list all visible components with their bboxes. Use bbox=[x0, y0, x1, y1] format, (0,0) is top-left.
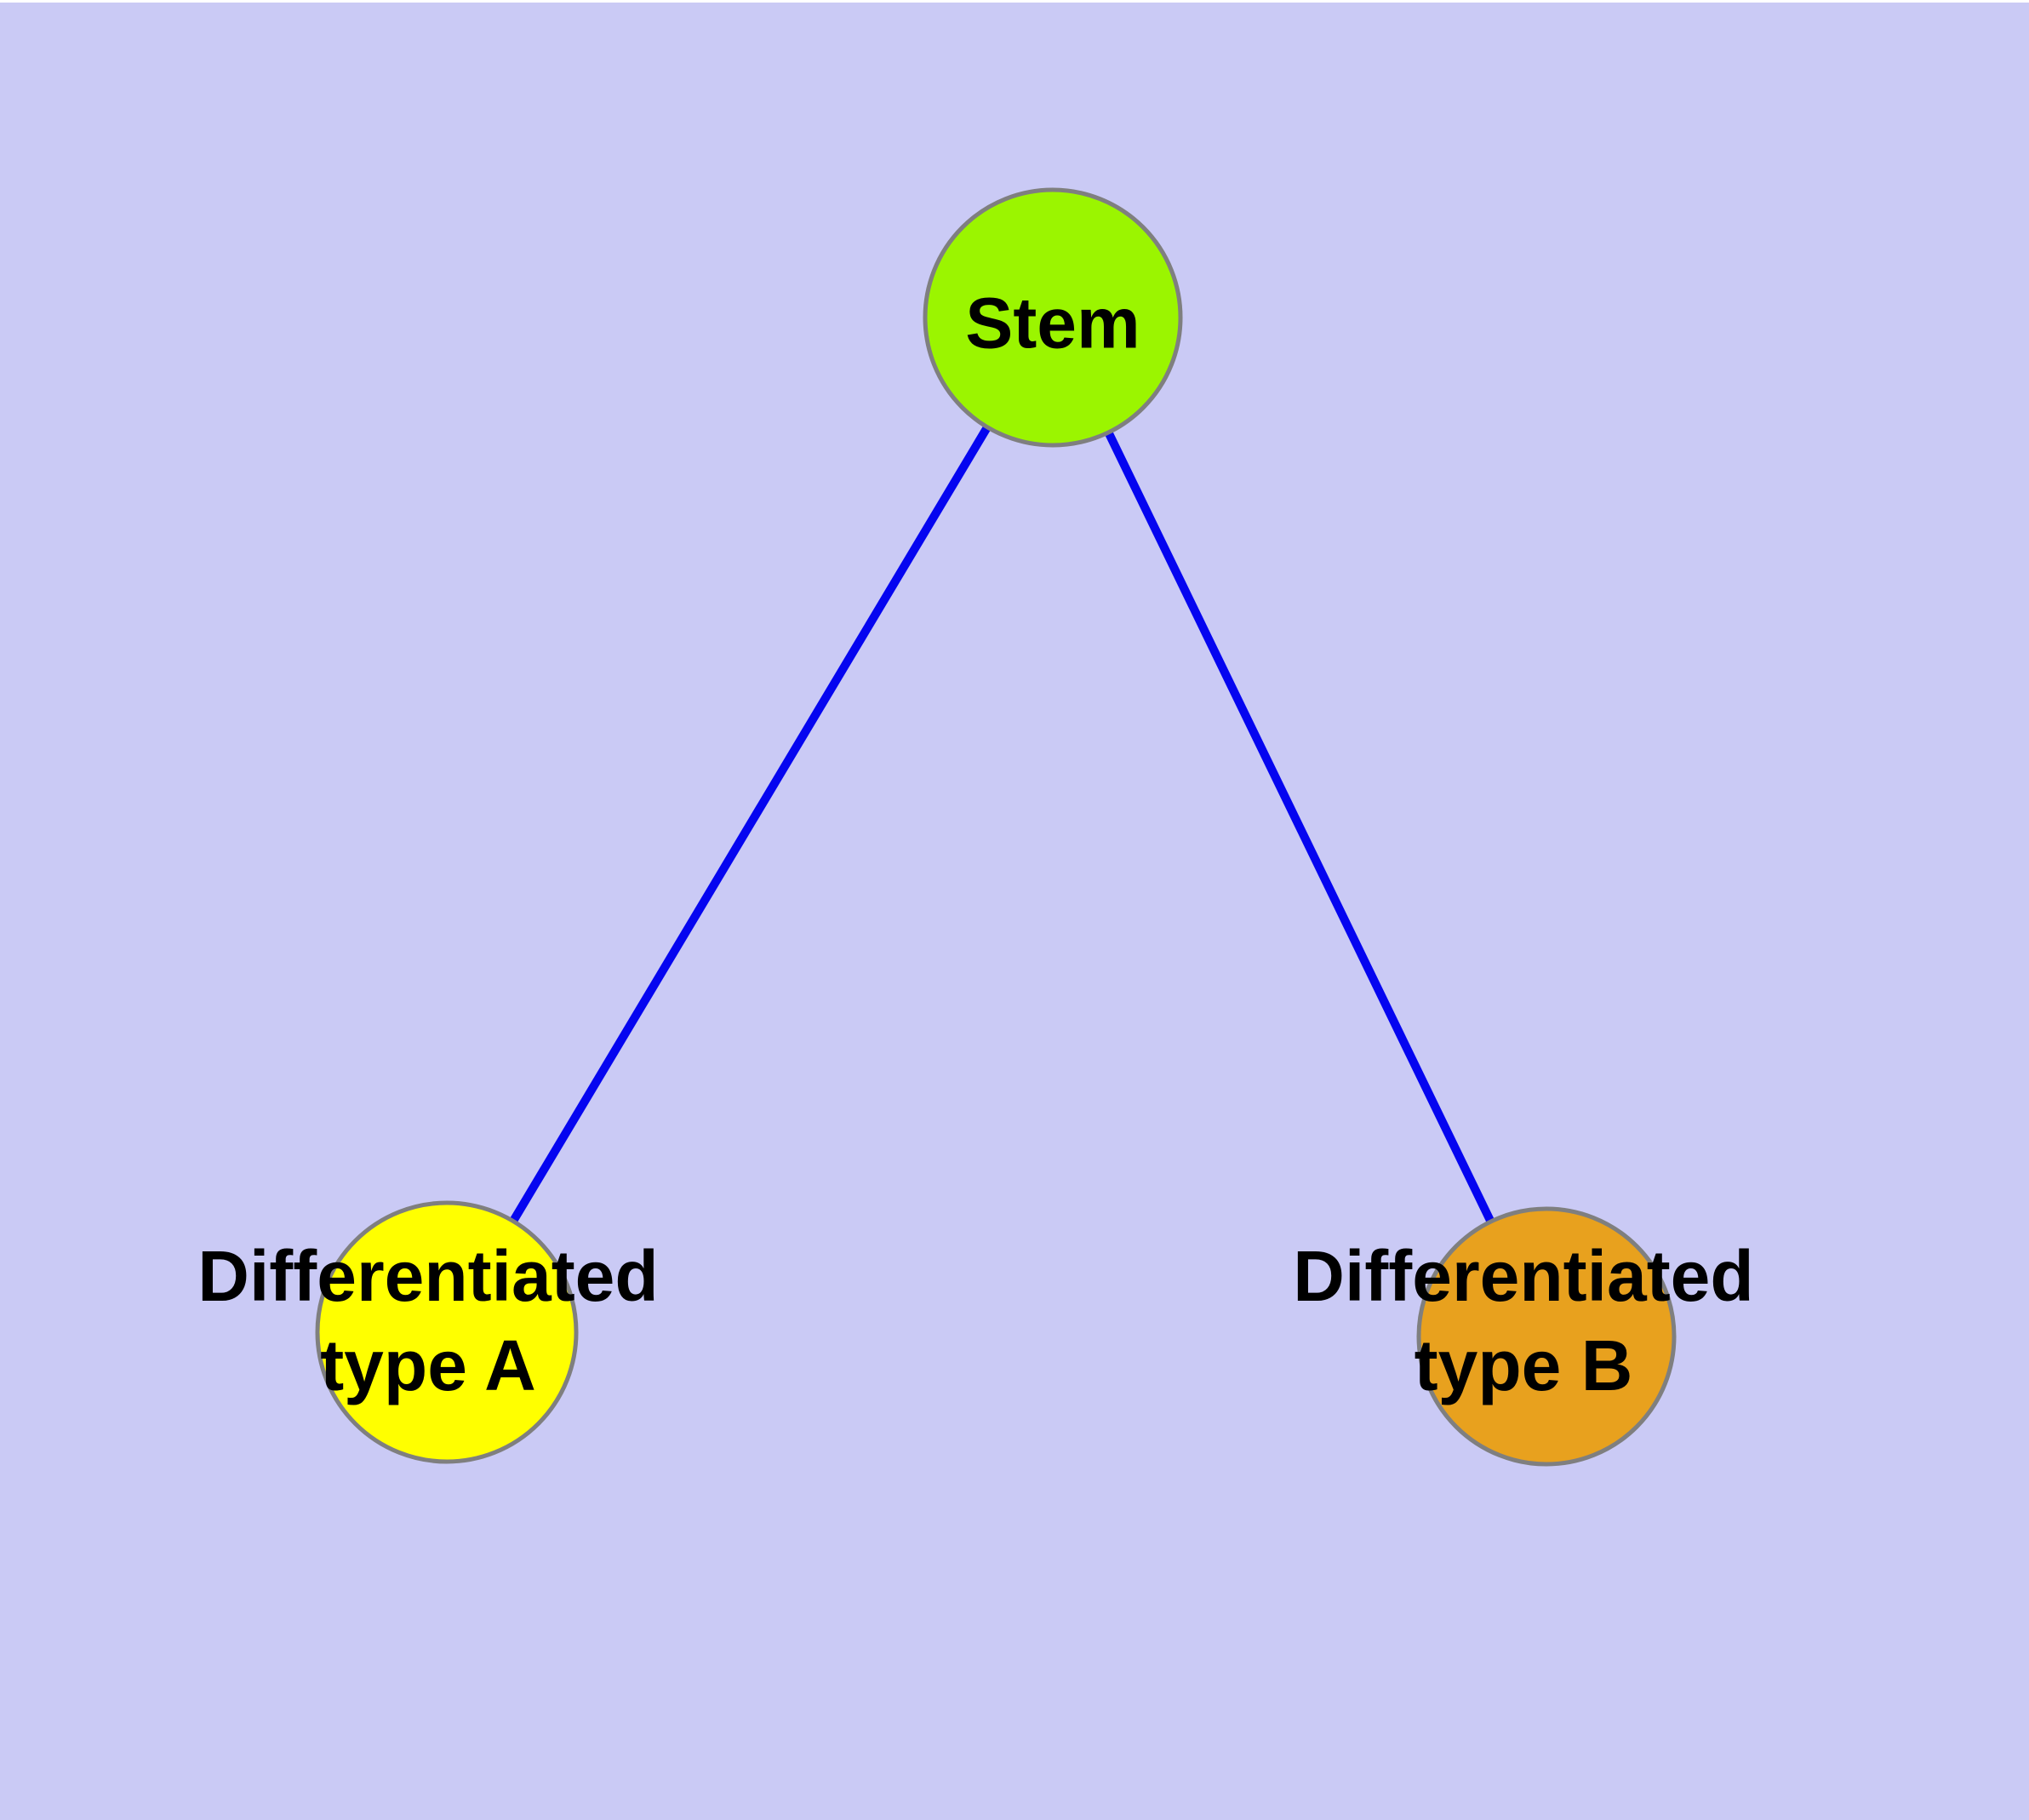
node-label-differentiated-type-a: Differentiated type A bbox=[197, 1232, 658, 1411]
node-differentiated-type-b bbox=[1416, 1206, 1677, 1467]
node-label-differentiated-type-b-line1: Differentiated bbox=[1293, 1236, 1754, 1316]
top-edge-strip bbox=[0, 0, 2029, 3]
node-stem bbox=[923, 187, 1183, 448]
edge-stem-to-type-a bbox=[443, 315, 1057, 1335]
node-label-differentiated-type-b-line2: type B bbox=[1414, 1325, 1633, 1405]
node-label-differentiated-type-b: Differentiated type B bbox=[1293, 1232, 1753, 1411]
node-label-differentiated-type-a-line2: type A bbox=[320, 1325, 536, 1405]
node-label-stem: Stem bbox=[965, 283, 1140, 363]
node-label-differentiated-type-a-line1: Differentiated bbox=[197, 1236, 659, 1316]
node-differentiated-type-a bbox=[315, 1200, 579, 1464]
edge-stem-to-type-b bbox=[1049, 315, 1551, 1339]
